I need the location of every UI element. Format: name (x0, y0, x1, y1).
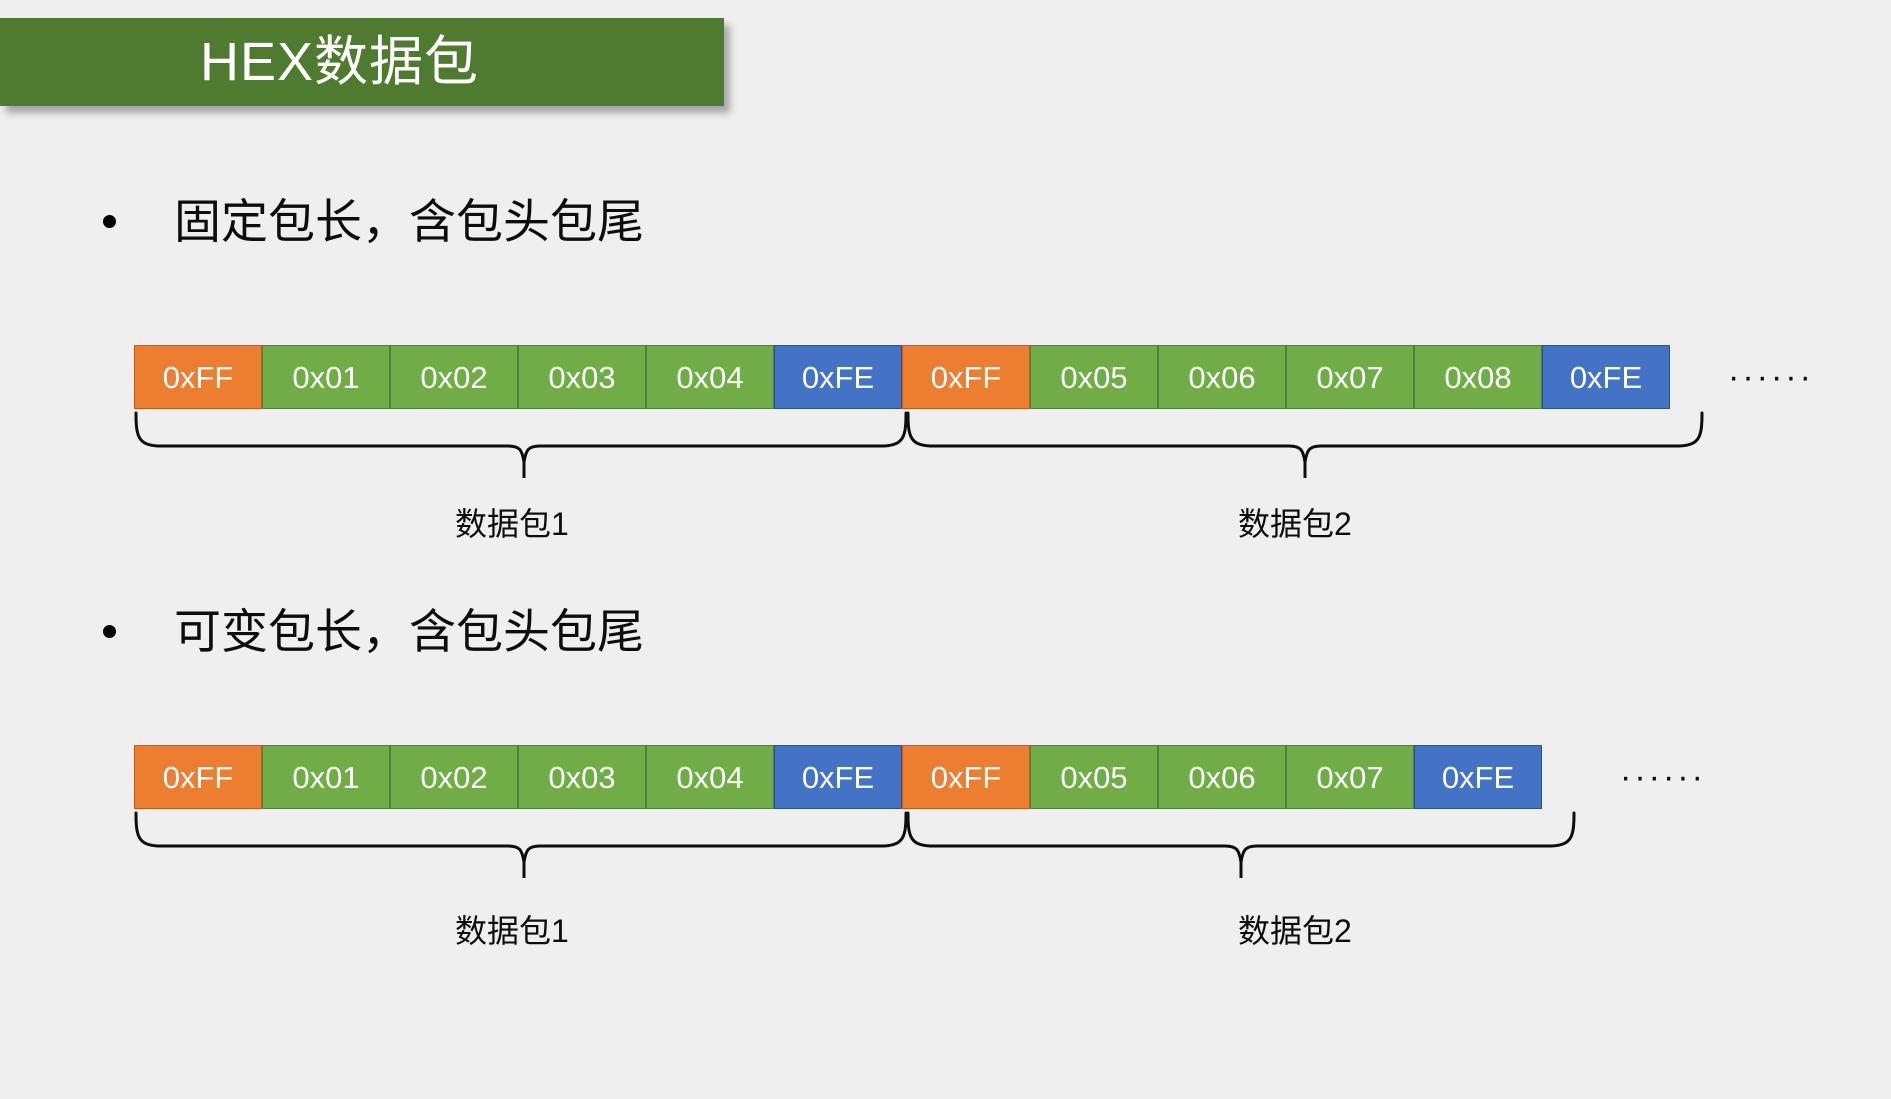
continuation-ellipsis: ······ (1620, 758, 1706, 796)
packet-cell: 0xFE (774, 345, 902, 409)
bullet-item-variable-length: 可变包长，含包头包尾 (103, 608, 644, 655)
packet-cell: 0xFF (134, 745, 262, 809)
bullet-label: 固定包长，含包头包尾 (174, 195, 644, 248)
packet-cell: 0x02 (390, 745, 518, 809)
page-title: HEX数据包 (200, 32, 480, 92)
brace-packet-1 (134, 411, 908, 478)
packet-caption: 数据包1 (455, 506, 569, 542)
packet-cell: 0x03 (518, 345, 646, 409)
packet-caption: 数据包2 (1238, 913, 1352, 949)
slide-title-banner: HEX数据包 (0, 18, 724, 106)
bullet-label: 可变包长，含包头包尾 (174, 605, 644, 658)
packet-cell: 0x06 (1158, 345, 1286, 409)
packet-cell: 0xFE (1542, 345, 1670, 409)
bullet-item-fixed-length: 固定包长，含包头包尾 (103, 198, 644, 245)
packet-cell: 0x07 (1286, 345, 1414, 409)
brace-packet-2 (906, 411, 1704, 478)
packet-cell: 0xFE (774, 745, 902, 809)
packet-cell: 0x02 (390, 345, 518, 409)
packet-strip-variable-length: 0xFF 0x01 0x02 0x03 0x04 0xFE 0xFF 0x05 … (134, 745, 1542, 809)
brace-packet-2 (906, 811, 1576, 878)
continuation-ellipsis: ······ (1728, 358, 1814, 396)
packet-cell: 0x04 (646, 745, 774, 809)
packet-caption: 数据包1 (455, 913, 569, 949)
packet-strip-fixed-length: 0xFF 0x01 0x02 0x03 0x04 0xFE 0xFF 0x05 … (134, 345, 1670, 409)
packet-cell: 0x01 (262, 345, 390, 409)
packet-cell: 0xFF (134, 345, 262, 409)
packet-cell: 0xFE (1414, 745, 1542, 809)
bullet-dot-icon (103, 625, 116, 638)
packet-cell: 0x03 (518, 745, 646, 809)
packet-cell: 0x05 (1030, 745, 1158, 809)
packet-cell: 0x05 (1030, 345, 1158, 409)
packet-cell: 0x07 (1286, 745, 1414, 809)
packet-cell: 0xFF (902, 745, 1030, 809)
packet-caption: 数据包2 (1238, 506, 1352, 542)
packet-cell: 0x06 (1158, 745, 1286, 809)
packet-cell: 0x08 (1414, 345, 1542, 409)
packet-cell: 0x04 (646, 345, 774, 409)
packet-cell: 0x01 (262, 745, 390, 809)
bullet-dot-icon (103, 215, 116, 228)
packet-cell: 0xFF (902, 345, 1030, 409)
brace-packet-1 (134, 811, 908, 878)
